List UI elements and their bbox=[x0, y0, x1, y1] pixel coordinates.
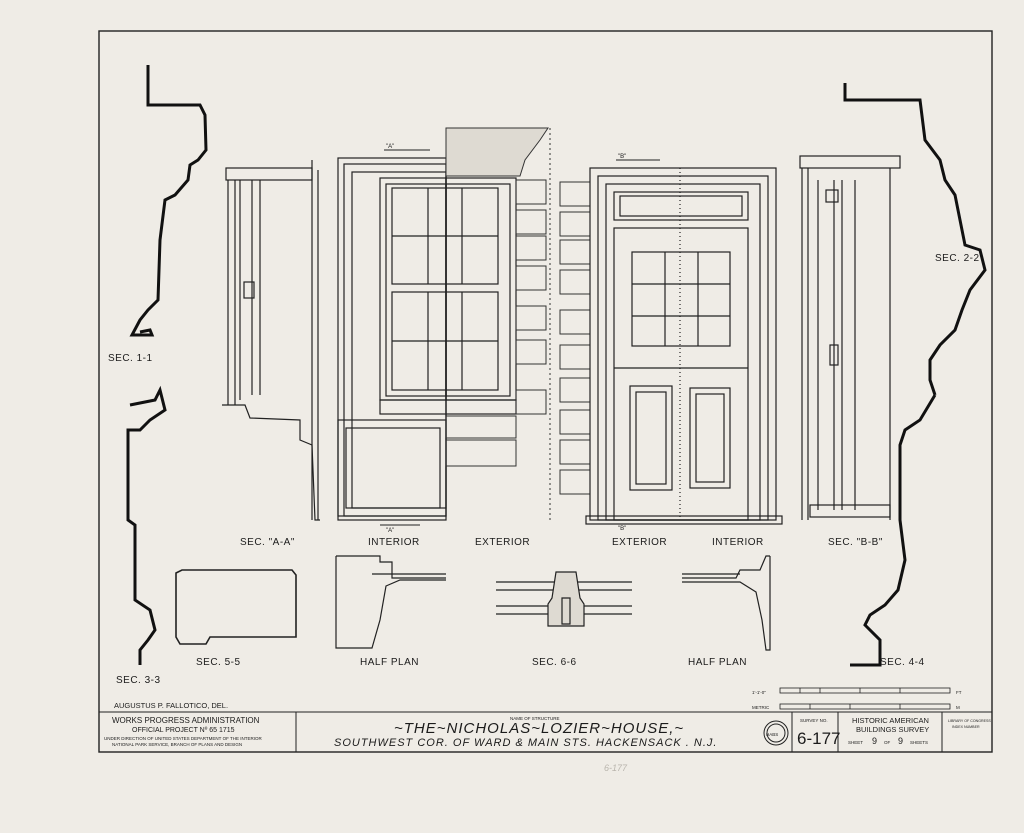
section-b-b-jamb bbox=[799, 155, 901, 520]
wpa-line-3: UNDER DIRECTION OF UNITED STATES DEPARTM… bbox=[104, 736, 263, 741]
name-caption: NAME OF STRUCTURE bbox=[510, 716, 560, 721]
section-a-a-jamb bbox=[222, 160, 320, 521]
mark-a-top: "A" bbox=[386, 144, 394, 150]
sheet-prefix: SHEET bbox=[848, 740, 863, 745]
label-sec-5-5: SEC. 5-5 bbox=[196, 657, 241, 668]
section-6-6-plan bbox=[496, 571, 632, 627]
wpa-line-2: OFFICIAL PROJECT Nº 65 1715 bbox=[132, 727, 235, 734]
label-exterior-left: EXTERIOR bbox=[475, 537, 530, 548]
door-glazing bbox=[631, 251, 731, 347]
delineator-credit: AUGUSTUS P. FALLOTICO, DEL. bbox=[114, 701, 228, 710]
label-interior-left: INTERIOR bbox=[368, 537, 420, 548]
scale-feet-label: 1'-1'-0" bbox=[752, 690, 766, 695]
wpa-line-4: NATIONAL PARK SERVICE, BRANCH OF PLANS A… bbox=[112, 742, 242, 747]
survey-caption: SURVEY NO. bbox=[800, 718, 828, 723]
sheet-total: 9 bbox=[898, 736, 903, 746]
half-plan-left bbox=[335, 555, 446, 649]
label-sec-b-b: SEC. "B-B" bbox=[828, 537, 883, 548]
survey-number: 6-177 bbox=[797, 729, 840, 748]
door-elevation bbox=[585, 167, 783, 525]
label-sec-2-2: SEC. 2-2 bbox=[935, 253, 980, 264]
window-upper-sash bbox=[391, 187, 499, 285]
mark-a-bottom: "A" bbox=[386, 528, 394, 534]
label-half-plan-left: HALF PLAN bbox=[360, 657, 419, 668]
label-sec-a-a: SEC. "A-A" bbox=[240, 537, 295, 548]
scale-m-unit: M bbox=[956, 705, 960, 710]
section-4-4-profile bbox=[850, 394, 937, 667]
label-interior-right: INTERIOR bbox=[712, 537, 764, 548]
sheet-suffix: SHEETS bbox=[910, 740, 928, 745]
label-half-plan-right: HALF PLAN bbox=[688, 657, 747, 668]
sheet-of: OF bbox=[884, 740, 891, 745]
title-block bbox=[295, 712, 943, 752]
half-plan-right bbox=[682, 555, 771, 651]
cut-line-a bbox=[380, 149, 430, 526]
graphic-scale bbox=[779, 687, 951, 710]
habs-line-2: BUILDINGS SURVEY bbox=[856, 725, 929, 734]
habs-seal: HABS bbox=[766, 732, 778, 737]
label-sec-3-3: SEC. 3-3 bbox=[116, 675, 161, 686]
label-exterior-right: EXTERIOR bbox=[612, 537, 667, 548]
label-sec-6-6: SEC. 6-6 bbox=[532, 657, 577, 668]
mark-b-bottom: "B" bbox=[618, 526, 626, 532]
wpa-line-1: WORKS PROGRESS ADMINISTRATION bbox=[112, 716, 260, 725]
sheet-border bbox=[98, 30, 993, 753]
window-lower-sash bbox=[391, 291, 499, 391]
scale-metric-label: METRIC bbox=[752, 705, 770, 710]
library-line-1: LIBRARY OF CONGRESS bbox=[948, 719, 991, 723]
address-line: SOUTHWEST COR. OF WARD & MAIN STS. HACKE… bbox=[334, 737, 717, 749]
structure-name: ~THE~NICHOLAS~LOZIER~HOUSE,~ bbox=[394, 720, 684, 737]
section-1-1-profile bbox=[129, 65, 208, 337]
margin-note: 6-177 bbox=[604, 763, 628, 773]
label-sec-1-1: SEC. 1-1 bbox=[108, 353, 153, 364]
label-sec-4-4: SEC. 4-4 bbox=[880, 657, 925, 668]
mark-b-top: "B" bbox=[618, 154, 626, 160]
cut-line-b bbox=[602, 159, 660, 525]
section-5-5-plan bbox=[175, 569, 297, 645]
section-2-2-profile bbox=[843, 83, 987, 396]
library-line-2: INDEX NUMBER bbox=[952, 725, 980, 729]
section-3-3-profile bbox=[126, 385, 167, 665]
sheet-number: 9 bbox=[872, 736, 877, 746]
scale-ft-unit: FT bbox=[956, 690, 962, 695]
exterior-masonry bbox=[445, 127, 591, 520]
habs-line-1: HISTORIC AMERICAN bbox=[852, 716, 929, 725]
window-elevation bbox=[337, 157, 517, 521]
